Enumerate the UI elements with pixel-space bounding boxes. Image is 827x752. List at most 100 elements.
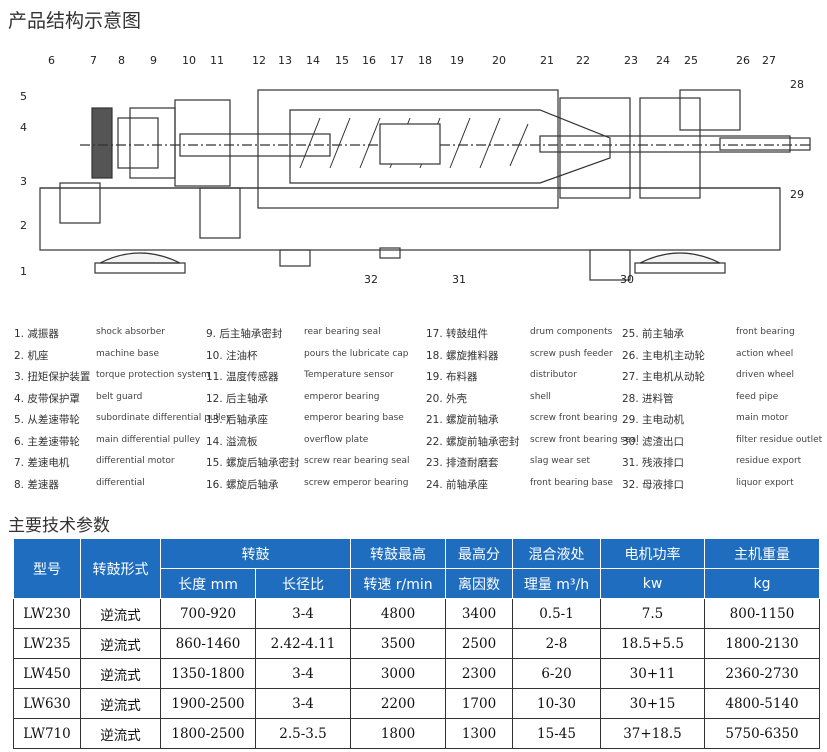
table-cell: 800-1150 (704, 598, 820, 629)
legend-item-zh: 15. 螺旋后轴承密封 (206, 457, 300, 469)
diagram-callout-5: 5 (20, 90, 27, 103)
table-cell: 18.5+5.5 (600, 628, 705, 659)
legend-item-zh: 25. 前主轴承 (622, 328, 685, 340)
table-cell: LW235 (13, 628, 81, 659)
legend-item-en: action wheel (736, 348, 794, 359)
diagram-callout-12: 12 (252, 54, 266, 67)
legend-item-zh: 13. 后轴承座 (206, 414, 269, 426)
table-cell: 1900-2500 (160, 688, 256, 719)
legend-item-zh: 30. 滤渣出口 (622, 435, 685, 448)
table-cell: 2.5-3.5 (255, 718, 351, 749)
legend-item-en: emperor bearing (304, 391, 380, 402)
col-header-drum-type: 转鼓形式 (80, 538, 161, 599)
legend-item-en: main differential pulley (96, 434, 201, 445)
table-cell: LW230 (13, 598, 81, 629)
legend-item-zh: 8. 差速器 (14, 478, 59, 491)
legend-item: 7. 差速电机 differential motor (14, 455, 175, 470)
legend-item: 15. 螺旋后轴承密封 screw rear bearing seal (206, 455, 410, 470)
legend-item-en: differential motor (96, 456, 175, 466)
table-cell: 1800-2130 (704, 628, 820, 659)
table-cell: 3-4 (255, 598, 351, 629)
legend-item-en: liquor export (736, 477, 794, 488)
col-subheader-kw: kw (600, 568, 705, 599)
legend-item-zh: 19. 布料器 (426, 371, 478, 383)
legend-item-en: rear bearing seal (304, 327, 381, 337)
legend-item-zh: 12. 后主轴承 (206, 392, 269, 405)
legend-item-en: screw push feeder (530, 348, 613, 359)
legend-item-zh: 28. 进料管 (622, 392, 674, 405)
col-header-capacity: 混合液处 (512, 538, 601, 569)
legend-item-zh: 32. 母液排口 (622, 478, 685, 491)
legend-item-en: screw rear bearing seal (304, 456, 410, 466)
diagram-callout-6: 6 (48, 54, 55, 67)
table-cell: 2500 (445, 628, 513, 659)
table-cell: 7.5 (600, 598, 705, 629)
legend-item-zh: 5. 从差速带轮 (14, 414, 80, 426)
table-cell: 4800-5140 (704, 688, 820, 719)
legend-item: 9. 后主轴承密封 rear bearing seal (206, 326, 381, 341)
legend-item: 29. 主电动机 main motor (622, 412, 788, 427)
diagram-callout-15: 15 (335, 54, 349, 67)
diagram-callout-9: 9 (150, 54, 157, 67)
legend-item: 6. 主差速带轮 main differential pulley (14, 434, 200, 449)
table-cell: 3500 (350, 628, 446, 659)
diagram-callout-16: 16 (362, 54, 376, 67)
legend-item-en: main motor (736, 413, 789, 423)
table-cell: 2360-2730 (704, 658, 820, 689)
legend-item-en: front bearing (736, 327, 795, 337)
table-cell: 3400 (445, 598, 513, 629)
table-cell: 6-20 (512, 658, 601, 689)
legend-item: 18. 螺旋推料器 screw push feeder (426, 348, 613, 363)
legend-item-zh: 18. 螺旋推料器 (426, 349, 499, 362)
centrifuge-structure-diagram: 1 2 3 4 5 6 7 8 9 10 11 12 13 14 15 16 1… (20, 54, 811, 286)
table-cell: 2-8 (512, 628, 601, 659)
legend-item-zh: 4. 皮带保护罩 (14, 392, 80, 405)
legend-item: 32. 母液排口 liquor export (622, 477, 794, 492)
legend-item-zh: 29. 主电动机 (622, 414, 685, 426)
diagram-callout-11: 11 (210, 54, 224, 67)
diagram-callout-17: 17 (390, 54, 404, 67)
legend-item-zh: 24. 前轴承座 (426, 478, 489, 491)
table-cell: 2200 (350, 688, 446, 719)
table-cell: LW710 (13, 718, 81, 749)
col-header-max-speed: 转鼓最高 (350, 538, 446, 569)
diagram-callout-3: 3 (20, 175, 27, 188)
table-cell: 860-1460 (160, 628, 256, 659)
table-cell: 4800 (350, 598, 446, 629)
table-cell: 逆流式 (80, 598, 161, 629)
legend-item-zh: 6. 主差速带轮 (14, 435, 80, 448)
table-cell: 1350-1800 (160, 658, 256, 689)
table-cell: 15-45 (512, 718, 601, 749)
legend-item-en: pours the lubricate cap (304, 348, 409, 359)
table-cell: 37+18.5 (600, 718, 705, 749)
table-cell: 1700 (445, 688, 513, 719)
legend-item-zh: 7. 差速电机 (14, 457, 70, 469)
specs-table: 型号 转鼓形式 转鼓 转鼓最高 最高分 混合液处 电机功率 主机重量 长度 mm… (13, 538, 820, 749)
col-subheader-ratio: 长径比 (255, 568, 351, 599)
table-cell: 30+11 (600, 658, 705, 689)
table-cell: 逆流式 (80, 718, 161, 749)
legend-item-zh: 9. 后主轴承密封 (206, 328, 283, 340)
diagram-callout-25: 25 (684, 54, 698, 67)
diagram-callout-29: 29 (790, 188, 804, 201)
diagram-callout-28: 28 (790, 78, 804, 91)
legend-item-en: front bearing base (530, 477, 613, 488)
legend-item-en: torque protection system (96, 370, 210, 380)
legend-item: 25. 前主轴承 front bearing (622, 326, 795, 341)
table-cell: 0.5-1 (512, 598, 601, 629)
legend-item-en: differential (96, 477, 145, 488)
table-cell: 10-30 (512, 688, 601, 719)
table-cell: 3000 (350, 658, 446, 689)
specs-section-title: 主要技术参数 (8, 516, 110, 536)
